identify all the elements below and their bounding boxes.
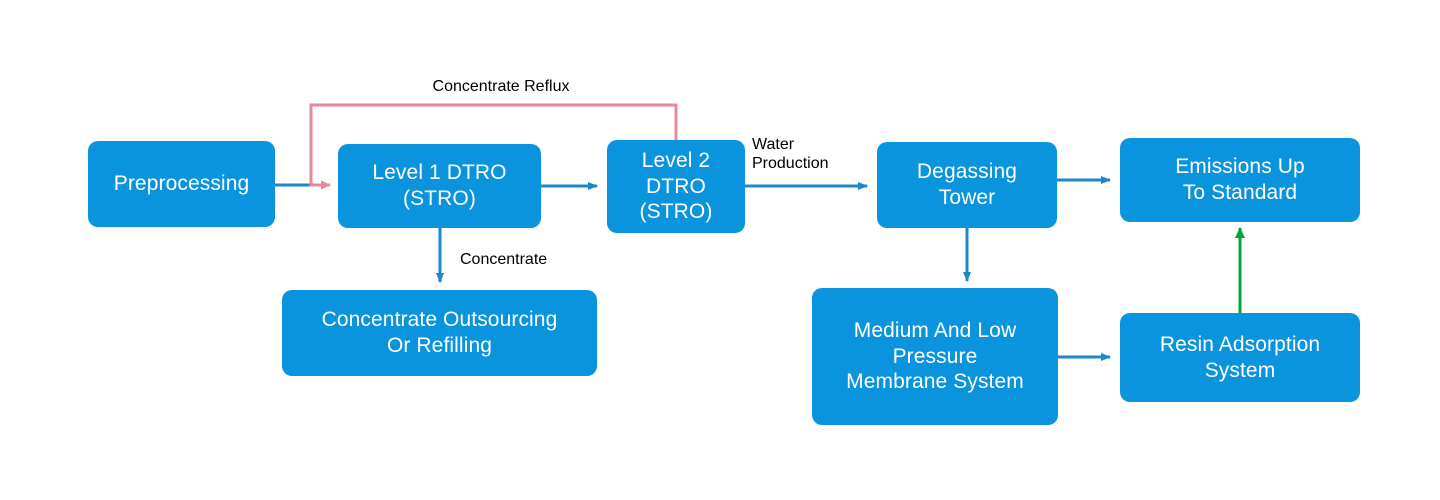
node-resin-adsorption-label: Resin Adsorption System <box>1159 332 1321 382</box>
node-concentrate-outsourcing-label: Concentrate Outsourcing Or Refilling <box>321 308 558 357</box>
node-degassing-tower[interactable]: Degassing Tower <box>877 142 1057 228</box>
node-resin-adsorption[interactable]: Resin Adsorption System <box>1120 313 1360 402</box>
node-degassing-tower-label: Degassing Tower <box>916 160 1018 209</box>
node-membrane-system[interactable]: Medium And Low Pressure Membrane System <box>812 288 1058 425</box>
edge-label-water-production: Water Production <box>752 136 829 173</box>
node-level1-dtro[interactable]: Level 1 DTRO (STRO) <box>338 144 541 228</box>
node-preprocessing[interactable]: Preprocessing <box>88 141 275 227</box>
node-level2-dtro-label: Level 2 DTRO (STRO) <box>639 149 713 224</box>
node-level2-dtro[interactable]: Level 2 DTRO (STRO) <box>607 140 745 233</box>
node-preprocessing-label: Preprocessing <box>113 172 250 196</box>
node-emissions-up-to-standard-label: Emissions Up To Standard <box>1175 155 1305 204</box>
node-emissions-up-to-standard[interactable]: Emissions Up To Standard <box>1120 138 1360 222</box>
node-concentrate-outsourcing[interactable]: Concentrate Outsourcing Or Refilling <box>282 290 597 376</box>
node-membrane-system-label: Medium And Low Pressure Membrane System <box>846 319 1024 394</box>
edge-label-concentrate: Concentrate <box>460 251 548 268</box>
node-level1-dtro-label: Level 1 DTRO (STRO) <box>372 161 507 210</box>
edge-label-concentrate-reflux: Concentrate Reflux <box>432 78 570 95</box>
